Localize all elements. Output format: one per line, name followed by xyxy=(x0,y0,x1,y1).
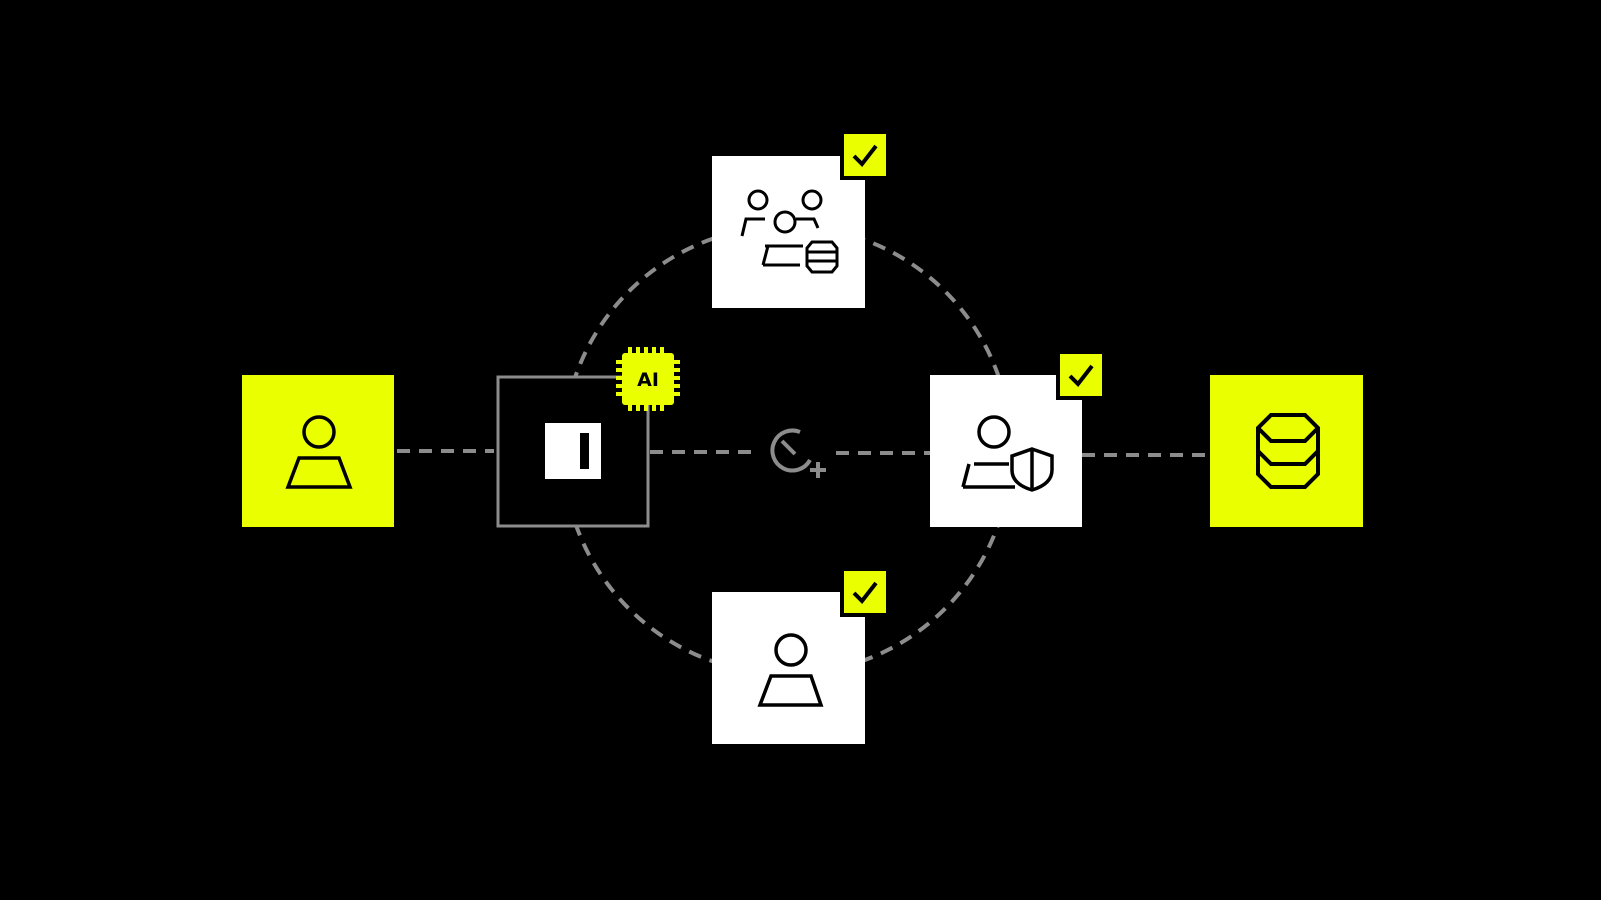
app-node xyxy=(496,375,650,528)
check-icon xyxy=(1068,364,1094,388)
user-icon xyxy=(285,415,353,489)
team-database-node xyxy=(712,156,865,308)
ai-chip-label: AI xyxy=(637,369,659,391)
app-logo-icon xyxy=(545,423,601,479)
timer-plus-icon xyxy=(770,428,826,478)
user-node-card xyxy=(242,375,394,527)
database-stack-icon xyxy=(1256,413,1320,489)
team-database-check-badge xyxy=(840,130,890,180)
team-database-icon xyxy=(740,189,839,274)
user-bottom-card xyxy=(712,592,865,744)
ai-chip-badge: AI xyxy=(616,347,680,411)
user-icon xyxy=(757,633,824,707)
check-icon xyxy=(852,144,878,168)
user-shield-icon xyxy=(961,415,1054,492)
user-shield-node xyxy=(930,375,1082,527)
ai-chip-icon xyxy=(616,347,680,411)
user-shield-card xyxy=(930,375,1082,527)
user-bottom-check-badge xyxy=(840,567,890,617)
user-shield-check-badge xyxy=(1056,350,1106,400)
database-node xyxy=(1210,375,1363,527)
user-bottom-node xyxy=(712,592,865,744)
user-node xyxy=(242,375,394,527)
database-node-card xyxy=(1210,375,1363,527)
check-icon xyxy=(852,581,878,605)
